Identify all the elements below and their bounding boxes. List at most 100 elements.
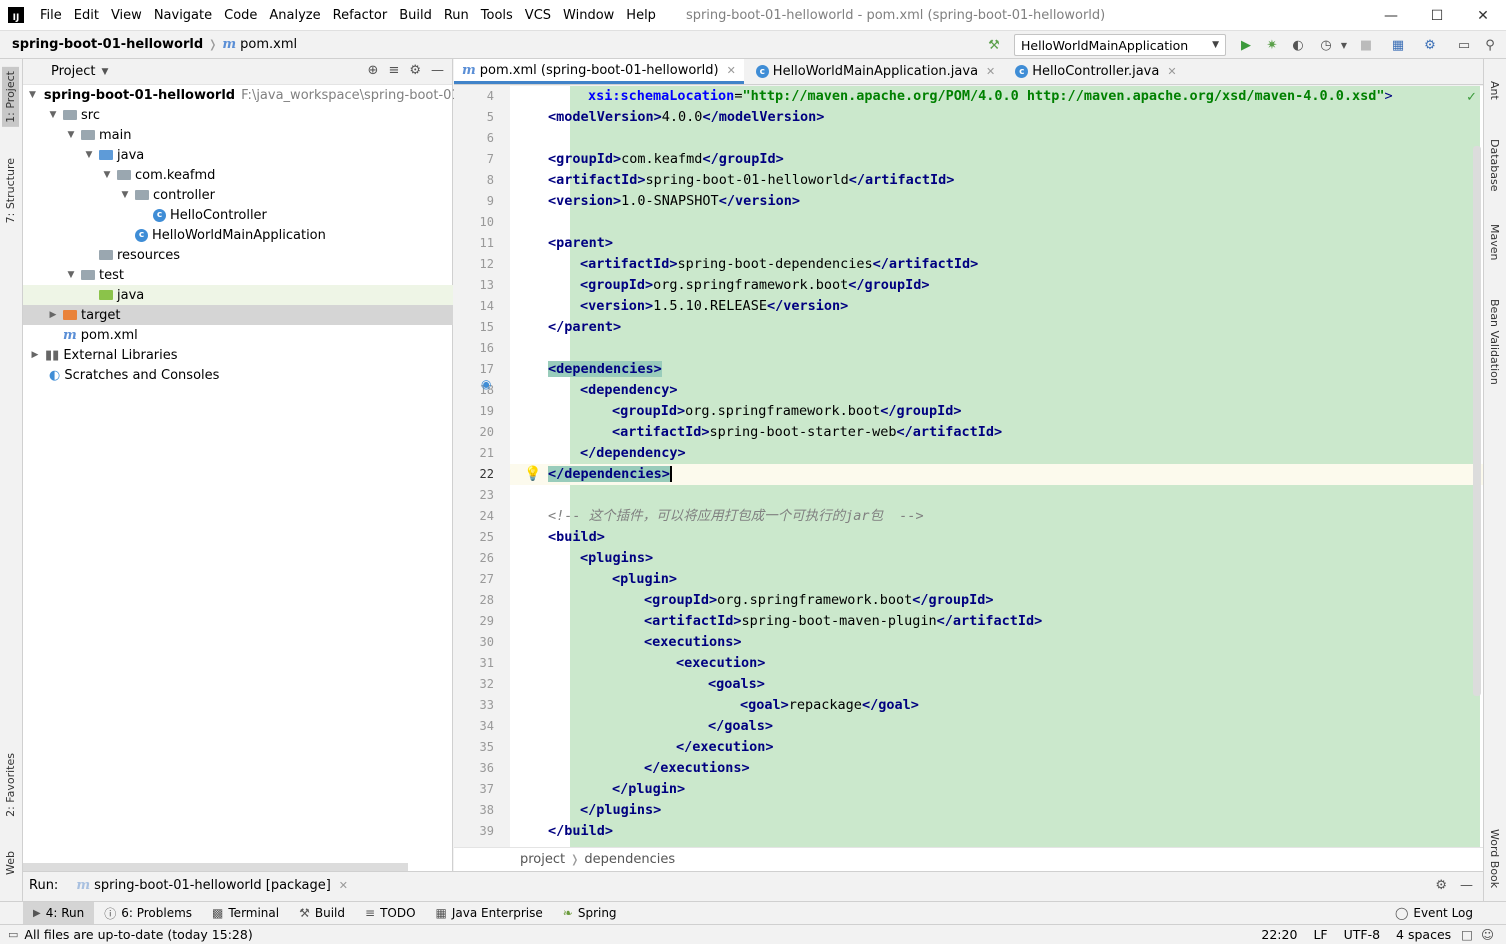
breadcrumb-project-tag[interactable]: project bbox=[520, 852, 566, 867]
lock-icon[interactable]: □ bbox=[1461, 927, 1473, 942]
tab-ant[interactable]: Ant bbox=[1488, 81, 1501, 100]
menu-navigate[interactable]: Navigate bbox=[153, 7, 213, 23]
tab-mainapp[interactable]: c HelloWorldMainApplication.java ✕ bbox=[744, 59, 1003, 84]
tree-item-mainapp[interactable]: c HelloWorldMainApplication bbox=[23, 225, 453, 245]
tree-item-test[interactable]: ▼ test bbox=[23, 265, 453, 285]
tab-pom-xml[interactable]: m pom.xml (spring-boot-01-helloworld) ✕ bbox=[454, 59, 744, 84]
tree-item-target[interactable]: ▶ target bbox=[23, 305, 453, 325]
spring-bean-gutter-icon[interactable]: ◉ bbox=[481, 377, 492, 391]
tree-item-resources[interactable]: resources bbox=[23, 245, 453, 265]
breadcrumb-file[interactable]: pom.xml bbox=[240, 37, 298, 52]
caret-position[interactable]: 22:20 bbox=[1261, 927, 1298, 942]
tree-item-hellocontroller[interactable]: c HelloController bbox=[23, 205, 453, 225]
project-structure-icon[interactable]: ▦ bbox=[1391, 37, 1405, 53]
tree-item-controller[interactable]: ▼ controller bbox=[23, 185, 453, 205]
menu-edit[interactable]: Edit bbox=[73, 7, 99, 23]
translate-icon[interactable]: ⚙ bbox=[1424, 37, 1436, 53]
tree-item-src[interactable]: ▼ src bbox=[23, 105, 453, 125]
tree-item-external-libraries[interactable]: ▶ ▮▮ External Libraries bbox=[23, 345, 453, 365]
indent-setting[interactable]: 4 spaces bbox=[1396, 927, 1452, 942]
toolwindow-event-log[interactable]: ◯ Event Log bbox=[1385, 902, 1483, 925]
expand-arrow-icon[interactable]: ▼ bbox=[67, 270, 75, 280]
locate-icon[interactable]: ⊕ bbox=[367, 63, 379, 78]
close-icon[interactable]: ✕ bbox=[986, 65, 996, 78]
expand-arrow-icon[interactable]: ▼ bbox=[85, 150, 93, 160]
intention-bulb-icon[interactable]: 💡 bbox=[524, 466, 542, 482]
expand-arrow-icon[interactable]: ▶ bbox=[49, 310, 57, 320]
toolwindow-todo[interactable]: ≡ TODO bbox=[355, 902, 426, 925]
file-encoding[interactable]: UTF-8 bbox=[1343, 927, 1381, 942]
expand-arrow-icon[interactable]: ▼ bbox=[67, 130, 75, 140]
breadcrumb-dependencies-tag[interactable]: dependencies bbox=[584, 852, 676, 867]
tree-item-java[interactable]: ▼ java bbox=[23, 145, 453, 165]
presentation-icon[interactable]: ▭ bbox=[1457, 37, 1471, 53]
search-icon[interactable]: ⚲ bbox=[1485, 37, 1495, 53]
collapse-all-icon[interactable]: ≡ bbox=[388, 63, 400, 78]
tree-item-pom[interactable]: m pom.xml bbox=[23, 325, 453, 345]
hide-icon[interactable]: — bbox=[431, 63, 444, 78]
menu-run[interactable]: Run bbox=[443, 7, 469, 23]
more-run-chevron-icon[interactable]: ▼ bbox=[1340, 40, 1348, 50]
toolwindow-run[interactable]: ▶ 4: Run bbox=[23, 901, 95, 925]
menu-view[interactable]: View bbox=[110, 7, 142, 23]
tree-item-main[interactable]: ▼ main bbox=[23, 125, 453, 145]
tab-word-book[interactable]: Word Book bbox=[1488, 829, 1501, 889]
close-icon[interactable]: ✕ bbox=[338, 879, 349, 892]
project-view-select[interactable]: Project bbox=[51, 64, 96, 79]
run-config-tab[interactable]: spring-boot-01-helloworld [package] bbox=[94, 878, 331, 893]
gear-icon[interactable]: ⚙ bbox=[1435, 878, 1447, 893]
toolwindow-terminal[interactable]: ▩ Terminal bbox=[202, 902, 289, 925]
run-configuration-select[interactable]: HelloWorldMainApplication ▼ bbox=[1014, 34, 1226, 56]
vertical-scrollbar[interactable] bbox=[1473, 146, 1481, 696]
chevron-down-icon[interactable]: ▼ bbox=[101, 66, 109, 77]
stop-icon[interactable]: ■ bbox=[1359, 37, 1373, 53]
tree-item-root[interactable]: ▼ spring-boot-01-helloworld F:\java_work… bbox=[23, 85, 481, 105]
tab-project[interactable]: 1: Project bbox=[2, 67, 19, 127]
breadcrumb-project[interactable]: spring-boot-01-helloworld bbox=[12, 37, 204, 52]
run-icon[interactable]: ▶ bbox=[1241, 37, 1251, 53]
tab-maven[interactable]: Maven bbox=[1488, 224, 1501, 261]
coverage-icon[interactable]: ◐ bbox=[1292, 37, 1304, 53]
debug-icon[interactable]: ✷ bbox=[1266, 37, 1278, 53]
code-editor[interactable]: 💡 ✓ xsi:schemaLocation="http://maven.apa… bbox=[510, 86, 1483, 847]
menu-build[interactable]: Build bbox=[399, 7, 432, 23]
tab-database[interactable]: Database bbox=[1488, 139, 1501, 192]
gear-icon[interactable]: ⚙ bbox=[409, 63, 421, 78]
toolwindow-build[interactable]: ⚒ Build bbox=[289, 902, 355, 925]
tree-item-package[interactable]: ▼ com.keafmd bbox=[23, 165, 453, 185]
toolwindow-java-enterprise[interactable]: ▦ Java Enterprise bbox=[426, 902, 553, 925]
line-separator[interactable]: LF bbox=[1313, 927, 1328, 942]
expand-arrow-icon[interactable]: ▼ bbox=[121, 190, 129, 200]
expand-arrow-icon[interactable]: ▼ bbox=[103, 170, 111, 180]
toolwindow-problems[interactable]: ⓘ 6: Problems bbox=[94, 902, 202, 925]
hide-icon[interactable]: — bbox=[1460, 878, 1473, 893]
profile-icon[interactable]: ◷ bbox=[1320, 37, 1332, 53]
maximize-icon[interactable]: ☐ bbox=[1430, 7, 1444, 24]
tab-hellocontroller[interactable]: c HelloController.java ✕ bbox=[1003, 59, 1184, 84]
menu-window[interactable]: Window bbox=[563, 7, 615, 23]
menu-analyze[interactable]: Analyze bbox=[269, 7, 321, 23]
menu-refactor[interactable]: Refactor bbox=[332, 7, 388, 23]
toolwindow-spring[interactable]: ❧ Spring bbox=[553, 902, 627, 925]
menu-code[interactable]: Code bbox=[224, 7, 258, 23]
menu-file[interactable]: File bbox=[40, 7, 62, 23]
tab-favorites[interactable]: 2: Favorites bbox=[4, 753, 17, 817]
menu-tools[interactable]: Tools bbox=[480, 7, 513, 23]
expand-arrow-icon[interactable]: ▼ bbox=[49, 110, 57, 120]
close-icon[interactable]: ✕ bbox=[726, 63, 736, 77]
menu-help[interactable]: Help bbox=[626, 7, 656, 23]
horizontal-scrollbar[interactable] bbox=[23, 863, 408, 871]
tab-web[interactable]: Web bbox=[4, 851, 17, 875]
hammer-build-icon[interactable]: ⚒ bbox=[988, 37, 1000, 53]
inspector-icon[interactable]: ☺ bbox=[1480, 927, 1494, 942]
close-window-icon[interactable]: ✕ bbox=[1477, 7, 1489, 24]
expand-arrow-icon[interactable]: ▼ bbox=[29, 90, 36, 100]
close-icon[interactable]: ✕ bbox=[1167, 65, 1177, 78]
tree-item-test-java[interactable]: java bbox=[23, 285, 453, 305]
tree-item-scratches[interactable]: ◐ Scratches and Consoles bbox=[23, 365, 453, 385]
minimize-icon[interactable]: — bbox=[1384, 7, 1398, 24]
tab-bean-validation[interactable]: Bean Validation bbox=[1488, 299, 1501, 385]
expand-arrow-icon[interactable]: ▶ bbox=[31, 350, 39, 360]
tab-structure[interactable]: 7: Structure bbox=[4, 158, 17, 224]
menu-vcs[interactable]: VCS bbox=[524, 7, 552, 23]
